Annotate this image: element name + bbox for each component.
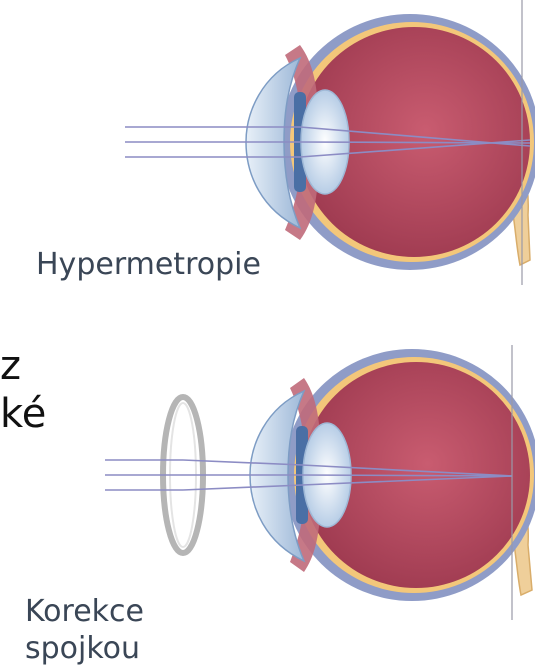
- slide-text-fragment-1: z: [0, 342, 30, 390]
- label-spojkou: spojkou: [25, 630, 140, 668]
- eye-hypermetropia: [125, 0, 535, 285]
- label-korekce: Korekce: [25, 593, 144, 631]
- eye-corrected: [105, 345, 535, 620]
- label-hypermetropie: Hypermetropie: [36, 246, 261, 284]
- slide-text-fragment-2: ké: [0, 390, 60, 438]
